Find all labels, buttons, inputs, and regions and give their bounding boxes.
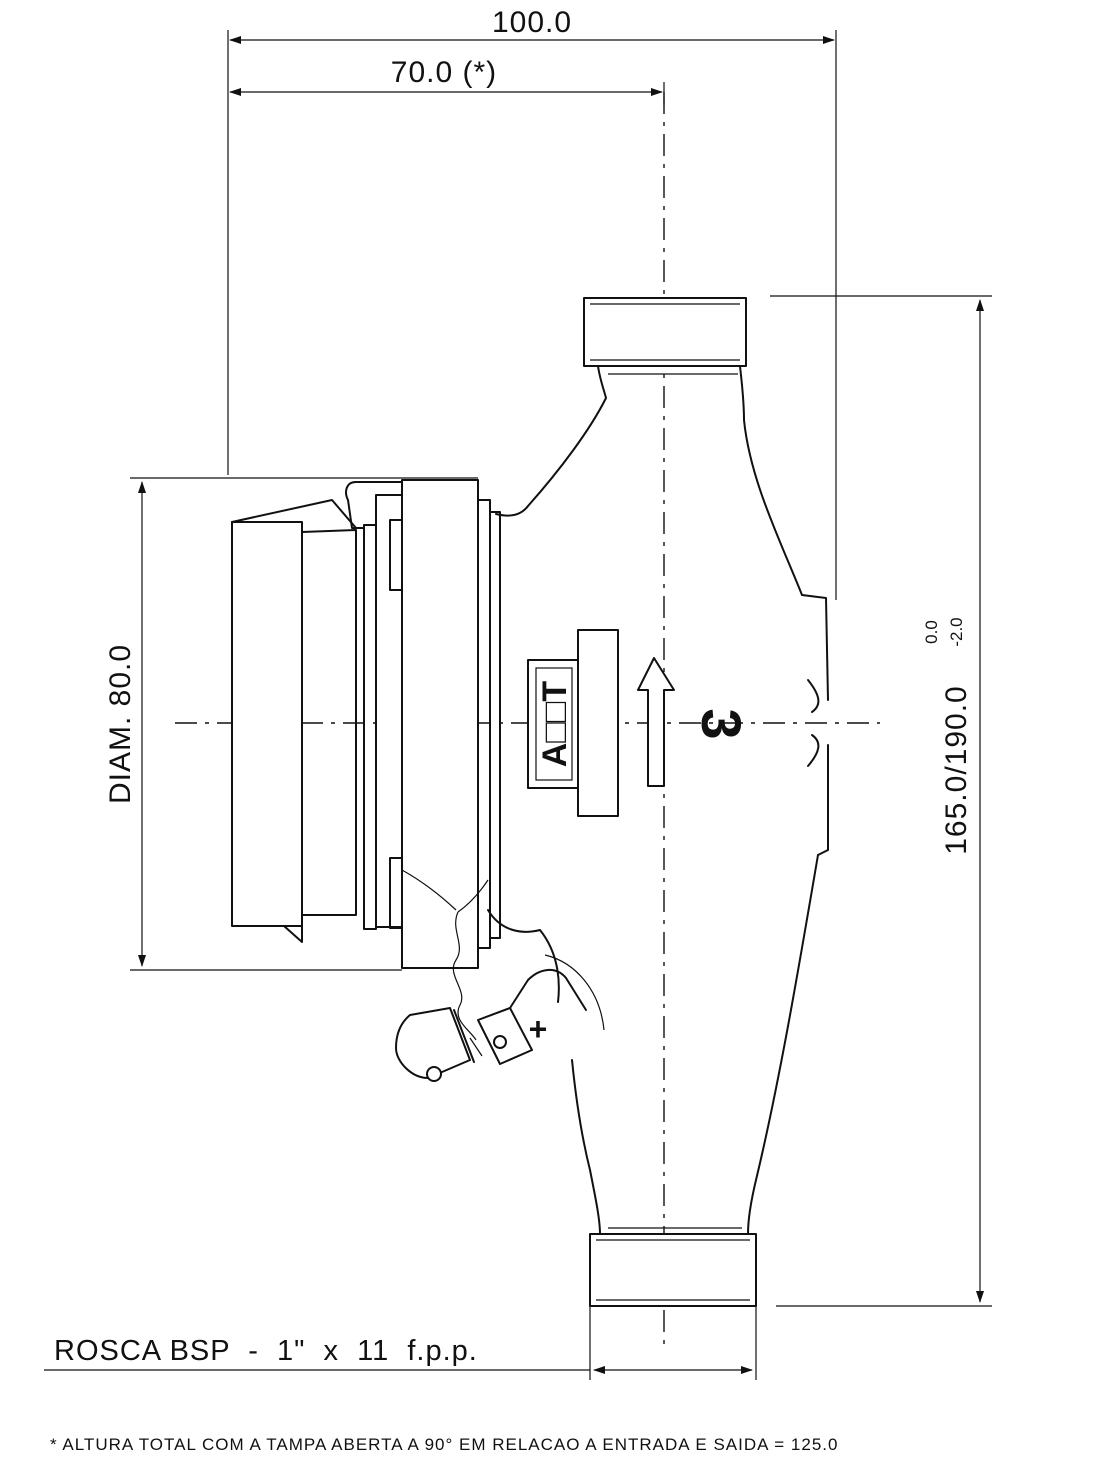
dim-open-lid-label: 70.0 (*) [391, 56, 497, 89]
dim-length-tolerance-upper: 0.0 [922, 620, 941, 644]
dimension-diameter: DIAM. 80.0 [104, 477, 478, 971]
dim-length-label: 165.0/190.0 [940, 685, 973, 854]
dim-total-width-label: 100.0 [492, 6, 572, 39]
plate-mount [577, 629, 619, 817]
dimension-open-lid-height: 70.0 (*) [229, 56, 665, 105]
register-housing [401, 479, 479, 969]
meter-lid [231, 521, 303, 927]
flow-direction-arrow [637, 657, 675, 787]
meter-body: A□□T 3 + [231, 297, 829, 1307]
seal-block [477, 1007, 533, 1065]
bottom-connector-nut [589, 1233, 757, 1307]
dim-diameter-label: DIAM. 80.0 [104, 644, 137, 804]
thread-dimension: ROSCA BSP - 1" x 11 f.p.p. [44, 1306, 757, 1380]
svg-text:+: + [529, 1011, 548, 1047]
top-connector-nut [583, 297, 747, 367]
dimension-total-width: 100.0 [227, 6, 837, 600]
footnote: * ALTURA TOTAL COM A TAMPA ABERTA A 90° … [50, 1435, 838, 1454]
dimension-length: 165.0/190.0 0.0 -2.0 [770, 295, 992, 1307]
name-plate-text: A□□T [536, 681, 574, 768]
dim-length-tolerance-lower: -2.0 [947, 617, 966, 646]
size-number: 3 [690, 708, 753, 739]
thread-label: ROSCA BSP - 1" x 11 f.p.p. [54, 1335, 478, 1367]
seal-wire [452, 911, 477, 1041]
